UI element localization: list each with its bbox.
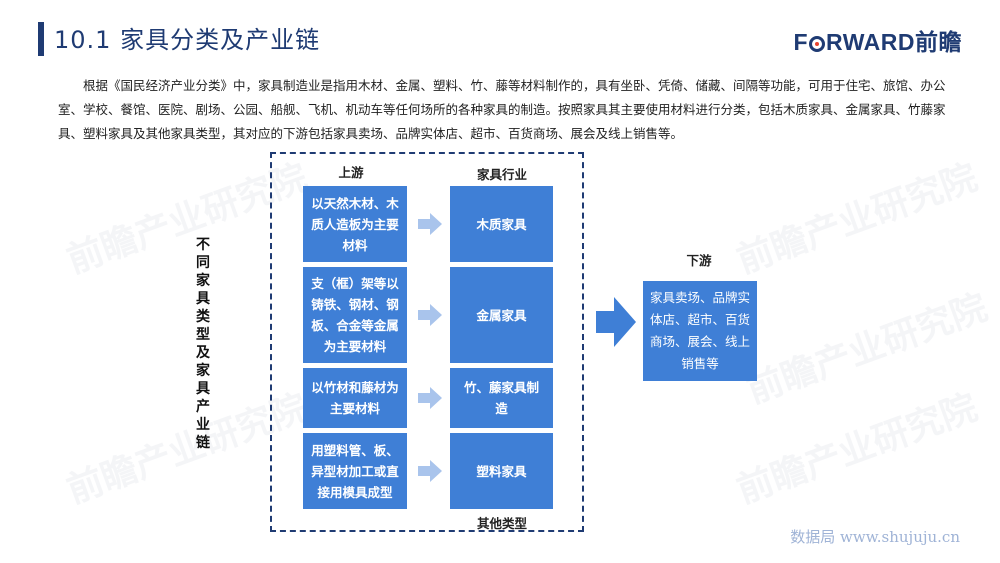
right-arrow-icon: [418, 213, 442, 235]
side-vertical-label: 不同家具类型及家具产业链: [196, 237, 210, 451]
logo-text-start: F: [793, 29, 809, 55]
big-right-arrow-icon: [596, 297, 636, 347]
watermark: 前瞻产业研究院: [731, 386, 983, 512]
logo-text-end: RWARD前瞻: [826, 29, 962, 55]
logo-o-icon: [809, 36, 826, 52]
intro-paragraph: 根据《国民经济产业分类》中，家具制造业是指用木材、金属、塑料、竹、藤等材料制作的…: [58, 78, 946, 141]
downstream-label: 下游: [686, 253, 712, 268]
upstream-box-metal: 支（框）架等以铸铁、钢材、钢板、合金等金属为主要材料: [303, 267, 407, 363]
industry-box-plastic: 塑料家具: [450, 433, 553, 509]
upstream-box-wood: 以天然木材、木质人造板为主要材料: [303, 186, 407, 262]
right-arrow-icon: [418, 304, 442, 326]
upstream-label: 上游: [338, 165, 364, 180]
right-arrow-icon: [418, 387, 442, 409]
upstream-box-plastic: 用塑料管、板、异型材加工或直接用模具成型: [303, 433, 407, 509]
brand-logo: F RWARD前瞻: [793, 28, 962, 56]
other-types-label: 其他类型: [476, 516, 527, 531]
downstream-box: 家具卖场、品牌实体店、超市、百货商场、展会、线上销售等: [643, 281, 757, 381]
industry-box-metal: 金属家具: [450, 267, 553, 363]
industry-box-wood: 木质家具: [450, 186, 553, 262]
industry-box-bamboo: 竹、藤家具制造: [450, 368, 553, 428]
watermark: 前瞻产业研究院: [731, 156, 983, 282]
industry-label: 家具行业: [476, 167, 527, 182]
title-accent-bar: [38, 22, 44, 56]
watermark: 前瞻产业研究院: [741, 286, 993, 412]
upstream-box-bamboo: 以竹材和藤材为主要材料: [303, 368, 407, 428]
footer-source-mark: 数据局 www.shujuju.cn: [790, 528, 960, 546]
page-title: 10.1 家具分类及产业链: [54, 26, 321, 54]
chain-dashed-container: [270, 152, 584, 532]
right-arrow-icon: [418, 460, 442, 482]
